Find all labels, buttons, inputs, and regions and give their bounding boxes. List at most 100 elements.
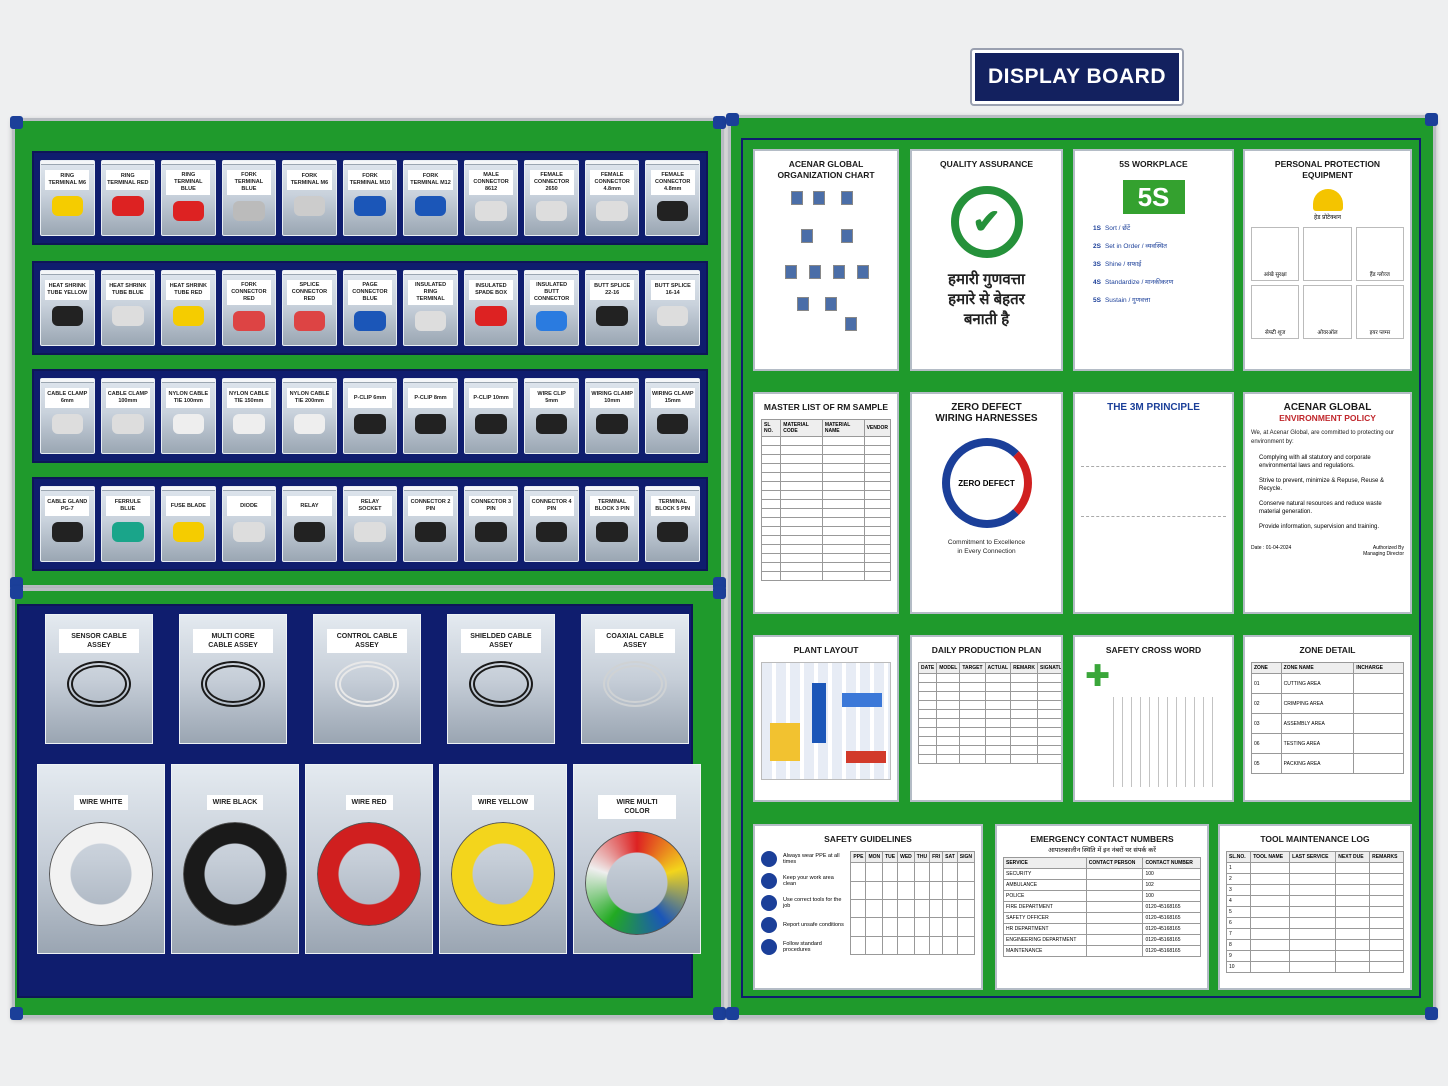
table-header: REMARKS: [1369, 851, 1404, 863]
pouch-label: CONNECTOR 3 PIN: [469, 496, 514, 516]
plant-layout-doc: PLANT LAYOUT: [753, 635, 899, 802]
component-pouch: WIRING CLAMP 10mm: [584, 378, 640, 454]
ppe-head: हेड प्रोटेक्शन: [1314, 215, 1341, 221]
person-photo: [809, 265, 821, 279]
table-cell: [1037, 754, 1061, 764]
table-cell: [1289, 895, 1337, 907]
table-header: MATERIAL CODE: [780, 419, 823, 437]
table-cell: [959, 691, 986, 701]
table-cell: MAINTENANCE: [1003, 945, 1087, 957]
plant-layout-map: [761, 662, 891, 780]
table-cell: 1: [1225, 862, 1252, 874]
quality-assurance-doc: QUALITY ASSURANCE ✔ हमारी गुणवत्ता हमारे…: [910, 149, 1063, 371]
pouch-label: INSULATED BUTT CONNECTOR: [529, 280, 574, 305]
table-row: 7: [1225, 928, 1404, 940]
component-sample: [293, 196, 326, 216]
table-cell: [936, 673, 961, 683]
table-cell: [1085, 890, 1144, 902]
table-cell: [1335, 961, 1371, 973]
table-cell: [760, 499, 782, 509]
table-cell: [1037, 709, 1061, 719]
table-cell: [936, 700, 961, 710]
table-header: WED: [897, 850, 915, 864]
table-cell: 9: [1225, 950, 1252, 962]
component-pouch: FORK CONNECTOR RED: [221, 270, 277, 346]
table-cell: 8: [1225, 939, 1252, 951]
pouch-label: WIRE CLIP 5mm: [529, 388, 574, 408]
table-row: [760, 454, 892, 464]
env-bullet: Complying with all statutory and corpora…: [1259, 455, 1371, 469]
table-cell: [897, 880, 915, 900]
table-cell: 0120-45168165: [1142, 923, 1201, 935]
table-cell: [1335, 862, 1371, 874]
table-cell: [760, 490, 782, 500]
component-pouch: BUTT SPLICE 22-16: [584, 270, 640, 346]
table-cell: [936, 691, 961, 701]
table-cell: [942, 898, 958, 919]
safety-guideline-text: Report unsafe conditions: [783, 922, 844, 928]
table-cell: [882, 935, 899, 956]
table-cell: [1289, 906, 1337, 918]
table-cell: [1037, 691, 1061, 701]
table-cell: 03: [1251, 713, 1282, 734]
table-row: [760, 562, 892, 572]
table-row: [850, 862, 976, 882]
component-sample: [233, 414, 265, 434]
table-cell: [780, 463, 823, 473]
table-cell: [863, 517, 892, 527]
table-cell: [780, 508, 823, 518]
5s-step-label: Sort / छँटें: [1104, 225, 1131, 232]
table-cell: [959, 718, 986, 728]
pouch-label: RELAY: [287, 496, 332, 516]
table-cell: [1335, 917, 1371, 929]
table-cell: [1085, 912, 1144, 924]
pouch-label: HEAT SHRINK TUBE BLUE: [105, 280, 150, 300]
table-cell: [850, 880, 867, 900]
table-row: 6: [1225, 917, 1404, 929]
component-sample: [656, 201, 689, 221]
table-row: [760, 463, 892, 473]
rm-sample-doc: MASTER LIST OF RM SAMPLE SL NO.MATERIAL …: [753, 392, 899, 614]
table-cell: 6: [1225, 917, 1252, 929]
pouch-label: CONNECTOR 4 PIN: [529, 496, 574, 516]
table-cell: [1353, 753, 1404, 774]
component-pouch: RING TERMINAL BLUE: [161, 160, 216, 236]
component-sample: [535, 414, 568, 434]
table-header: ACTUAL: [984, 662, 1012, 674]
table-cell: [1335, 928, 1371, 940]
table-cell: [1010, 727, 1039, 737]
safety-guideline-text: Use correct tools for the job: [783, 897, 842, 909]
component-pouch: FERRULE BLUE: [100, 486, 156, 562]
table-cell: [1037, 736, 1061, 746]
cable-assembly-pouch: MULTI CORE CABLE ASSEY: [179, 614, 287, 744]
table-cell: [760, 454, 782, 464]
component-sample: [51, 196, 84, 216]
wire-coil: [49, 822, 153, 926]
table-cell: [942, 880, 958, 900]
pouch-label: FUSE BLADE: [166, 496, 211, 516]
cable-assembly-pouch: COAXIAL CABLE ASSEY: [581, 614, 689, 744]
table-cell: [913, 880, 931, 900]
table-cell: [1369, 950, 1404, 962]
table-cell: [780, 445, 823, 455]
table-cell: [863, 481, 892, 491]
table-row: [917, 736, 1061, 746]
table-cell: [959, 727, 986, 737]
table-cell: [780, 436, 823, 446]
crossword-grid: [1105, 697, 1215, 787]
pouch-label: FEMALE CONNECTOR 4.8mm: [590, 170, 635, 195]
safety-guidelines-doc: SAFETY GUIDELINES Always wear PPE at all…: [753, 824, 983, 990]
component-sample: [354, 311, 386, 331]
table-header: SAT: [942, 850, 958, 864]
component-pouch: FORK TERMINAL M10: [342, 160, 398, 236]
table-header: SL.NO.: [1225, 851, 1252, 863]
display-board-sign: DISPLAY BOARD: [970, 48, 1184, 106]
